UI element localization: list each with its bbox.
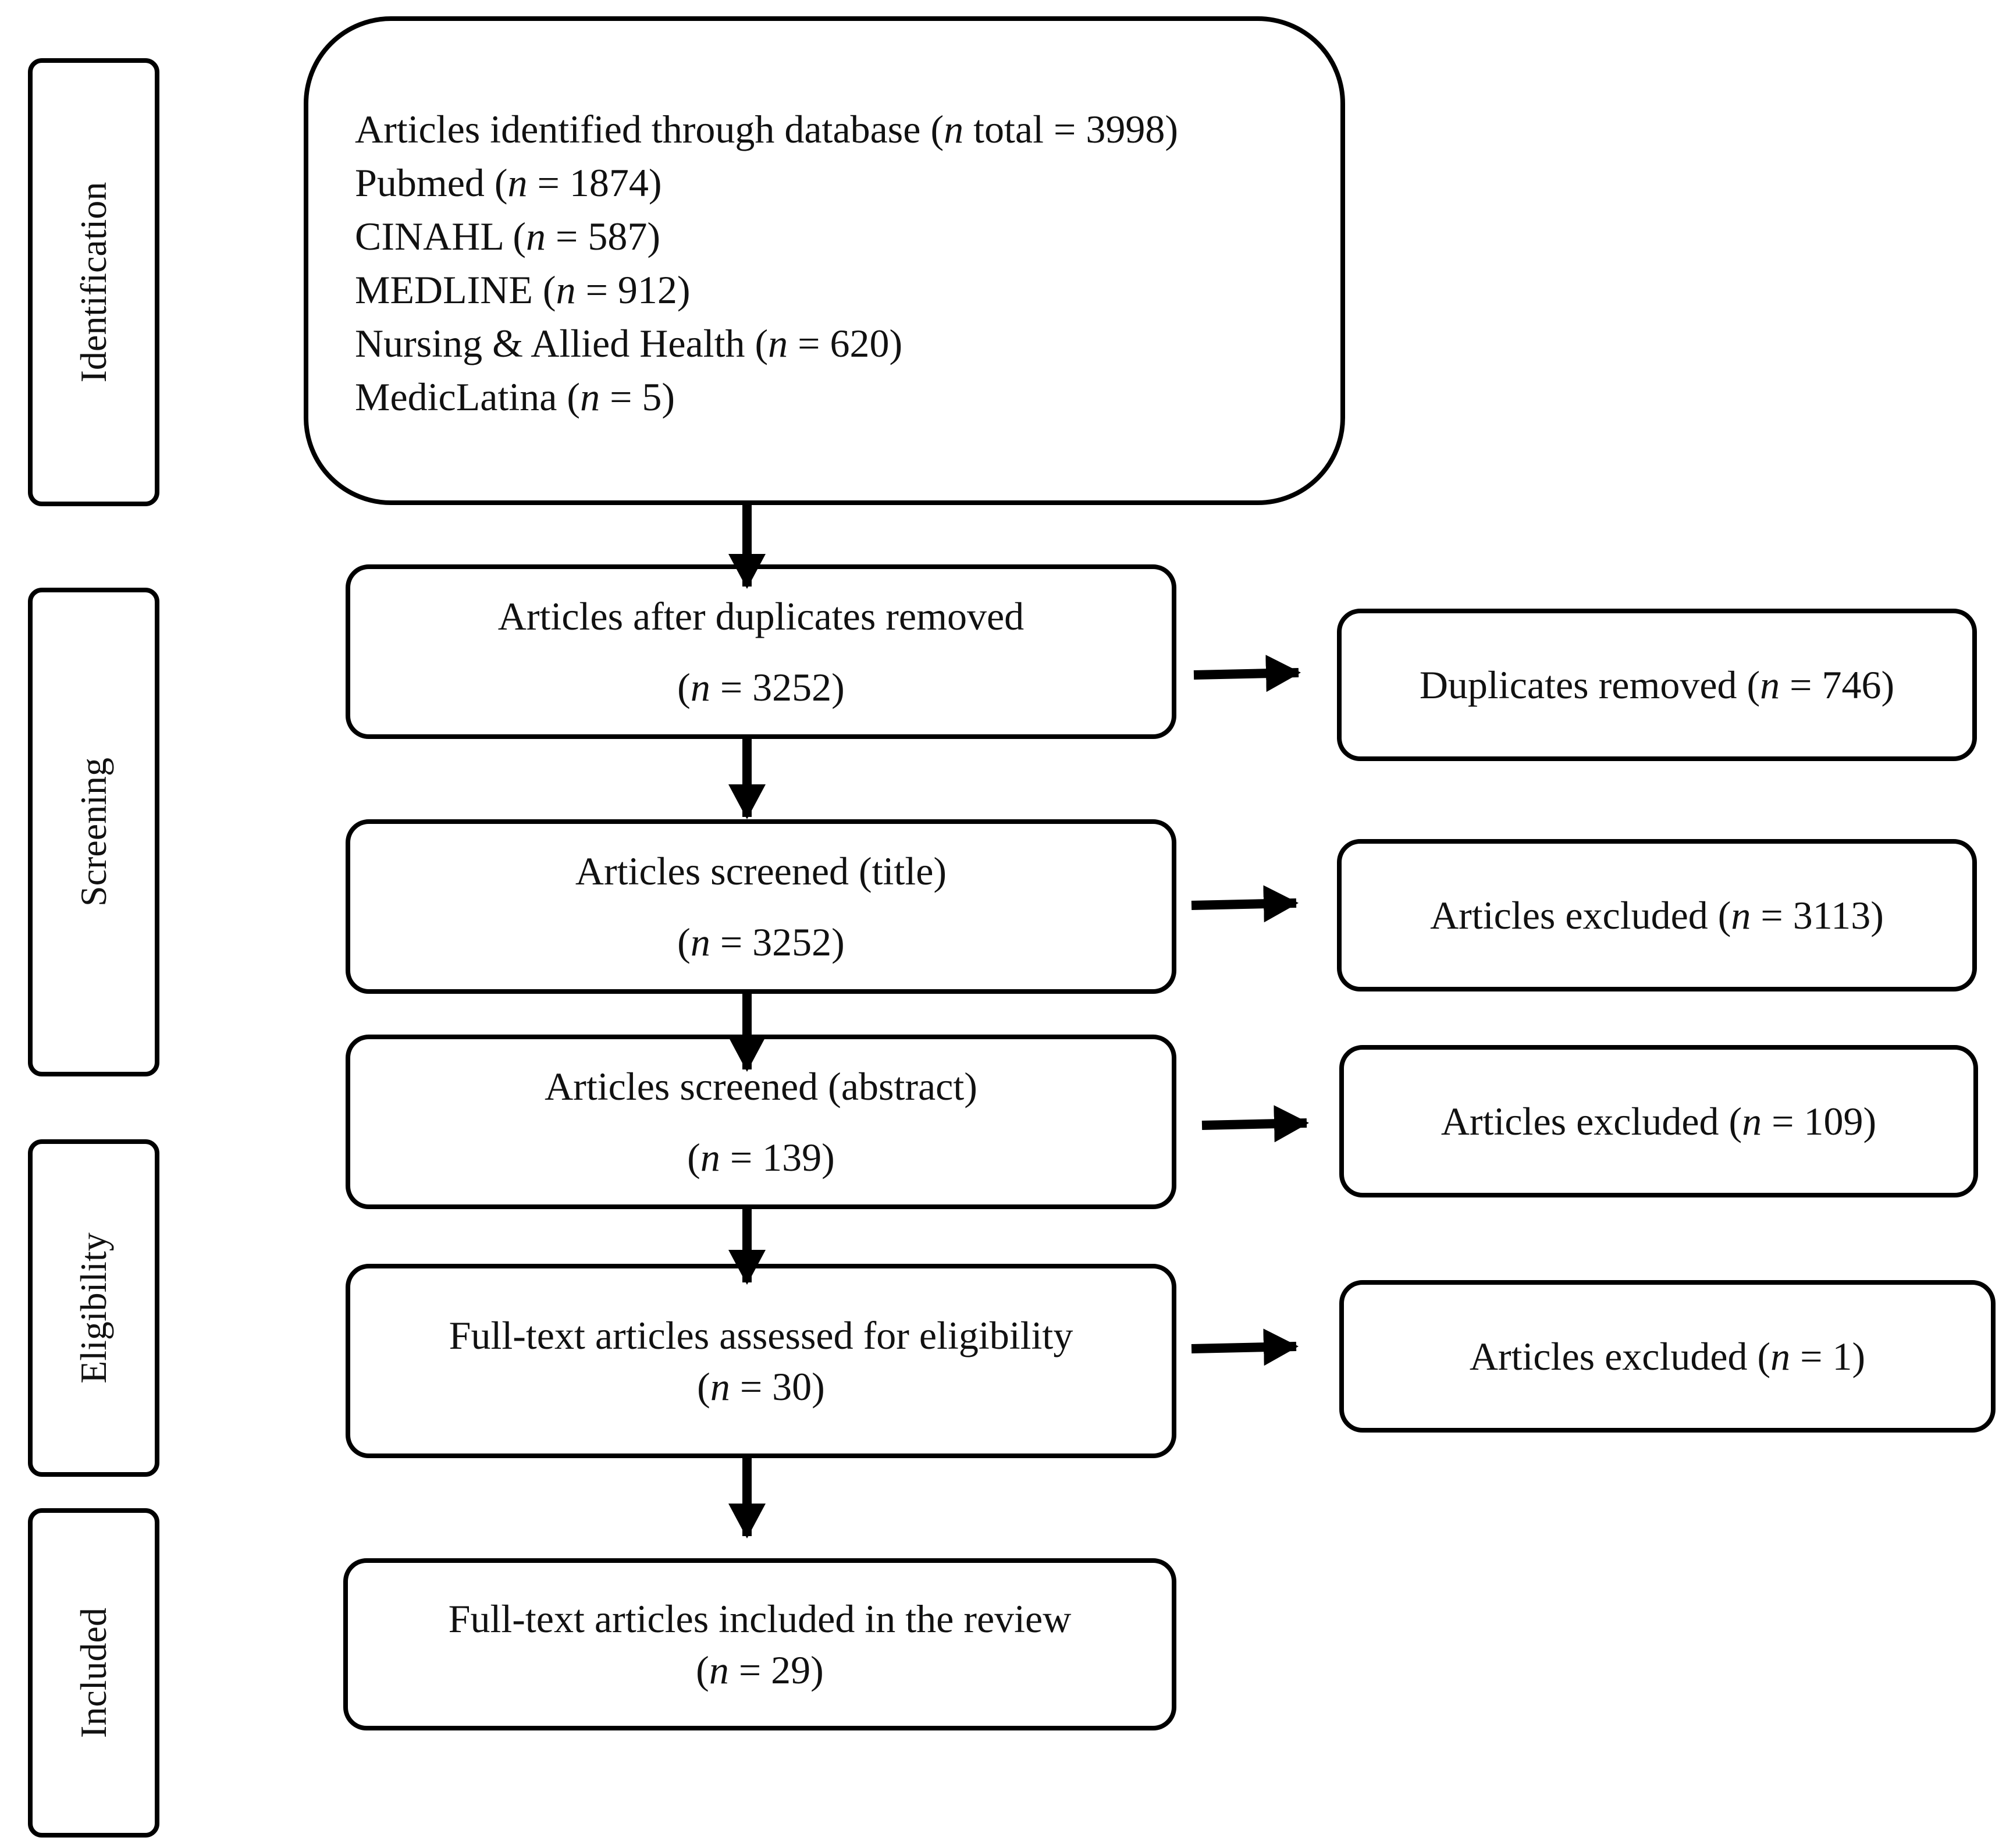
identified-total: Articles identified through database (n … [355,107,1178,151]
box-fulltext-assessed: Full-text articles assessed for eligibil… [346,1264,1176,1458]
box-label: Full-text articles assessed for eligibil… [449,1313,1073,1357]
identification-box: Articles identified through database (n … [304,16,1345,505]
source-pubmed: Pubmed (n = 1874) [355,161,662,205]
arrow-right-2 [1191,885,1299,923]
box-screened-abstract: Articles screened (abstract) (n = 139) [346,1035,1176,1209]
box-count: (n = 30) [697,1364,825,1409]
phase-identification: Identification [28,58,159,506]
arrow-right-1 [1193,655,1301,692]
source-mediclatina: MedicLatina (n = 5) [355,375,675,419]
phase-eligibility: Eligibility [28,1139,159,1477]
source-cinahl: CINAHL (n = 587) [355,214,660,258]
identification-lines: Articles identified through database (n … [355,102,1178,424]
box-count: (n = 139) [687,1135,835,1179]
box-label: Articles excluded (n = 3113) [1430,893,1884,937]
arrow-right-3 [1201,1105,1309,1143]
box-label: Articles excluded (n = 1) [1469,1334,1866,1378]
source-nursing-allied-health: Nursing & Allied Health (n = 620) [355,321,903,365]
box-count: (n = 29) [696,1648,824,1692]
box-label: Articles after duplicates removed [497,594,1025,638]
box-label: Duplicates removed (n = 746) [1419,662,1895,707]
phase-included: Included [28,1508,159,1838]
box-screened-title: Articles screened (title) (n = 3252) [346,819,1176,994]
box-label: Articles excluded (n = 109) [1441,1099,1877,1143]
phase-screening: Screening [28,588,159,1076]
arrow-right-4 [1191,1328,1299,1366]
source-medline: MEDLINE (n = 912) [355,268,691,312]
box-count: (n = 3252) [677,920,845,964]
box-label: Full-text articles included in the revie… [448,1596,1072,1641]
box-after-duplicates: Articles after duplicates removed (n = 3… [346,564,1176,739]
box-excluded-abstract: Articles excluded (n = 109) [1339,1045,1978,1197]
box-excluded-title: Articles excluded (n = 3113) [1337,839,1977,991]
box-fulltext-included: Full-text articles included in the revie… [343,1558,1176,1730]
box-duplicates-removed: Duplicates removed (n = 746) [1337,609,1977,761]
box-count: (n = 3252) [677,665,845,709]
box-label: Articles screened (title) [575,848,947,893]
box-excluded-eligibility: Articles excluded (n = 1) [1339,1280,1996,1433]
